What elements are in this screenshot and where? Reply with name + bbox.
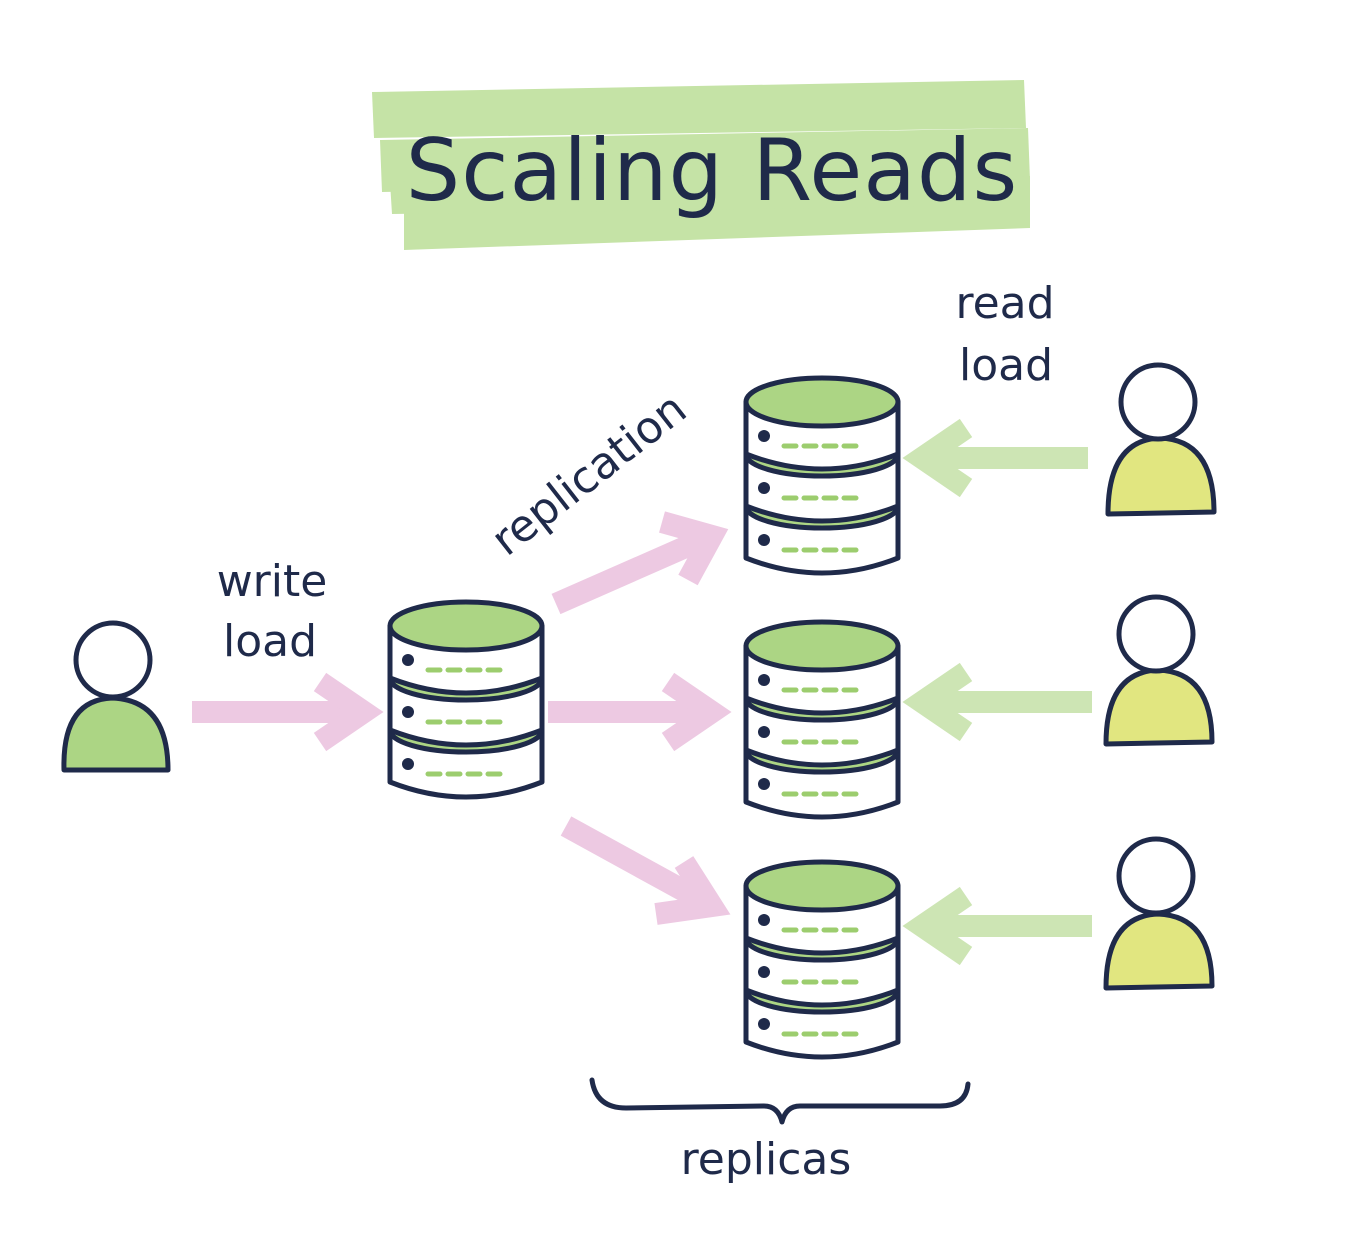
replication-arrow-bottom [560,816,731,925]
read-load-line-1: read [955,278,1054,329]
replicas-label: replicas [681,1134,852,1185]
writer-user-icon [61,620,171,773]
reader-user-icon-1 [1105,362,1217,517]
title-highlight [372,80,1030,250]
replication-arrow-middle [548,672,732,752]
replica-database-icon-3 [746,862,898,1057]
reader-user-icon-3 [1103,836,1215,991]
page-title: Scaling Reads [406,121,1019,221]
write-load-line-2: load [223,616,317,667]
read-load-arrow-2 [902,662,1092,742]
read-load-arrow-3 [902,886,1092,966]
replica-database-icon-1 [746,378,898,573]
read-load-arrow-1 [902,418,1088,498]
primary-database-icon [390,602,542,797]
write-load-line-1: write [217,556,328,607]
write-load-label: write load [217,556,328,667]
replication-arrow-top [551,511,729,615]
write-load-arrow [192,672,384,752]
read-load-line-2: load [959,340,1053,391]
replica-database-icon-2 [746,622,898,817]
read-load-label: read load [955,278,1054,391]
replicas-brace [589,1077,971,1125]
reader-user-icon-2 [1103,594,1215,747]
replication-label: replication [482,383,696,566]
